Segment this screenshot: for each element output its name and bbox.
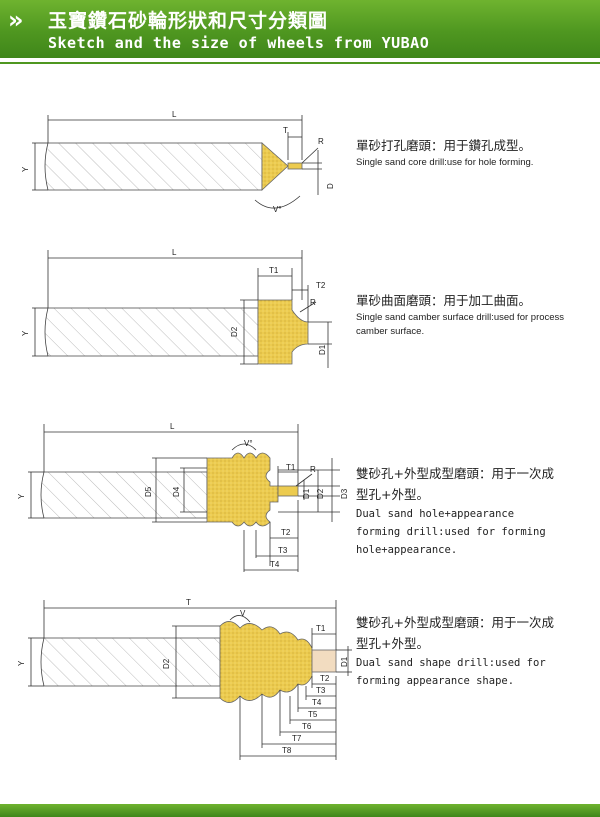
footer-bar [0, 804, 600, 817]
item-2-english: Single sand camber surface drill:used fo… [356, 312, 565, 337]
item-2-description: 單砂曲面磨頭：用于加工曲面。 Single sand camber surfac… [356, 290, 566, 339]
dim-label-T8: T8 [282, 746, 292, 755]
dim-label-D1: D1 [302, 488, 311, 499]
dim-label-T3: T3 [278, 546, 288, 555]
dim-label-T1: T1 [269, 266, 279, 275]
dim-label-T4: T4 [312, 698, 322, 707]
item-1-description: 單砂打孔磨頭：用于鑽孔成型。 Single sand core drill:us… [356, 135, 576, 170]
drawing-3-dual-hole-drill [28, 424, 340, 572]
tip-pin-1 [287, 162, 303, 170]
dim-label-R: R [310, 298, 316, 307]
dim-label-Y: Y [17, 493, 26, 499]
tip-pin-4 [311, 649, 337, 673]
abrasive-tip-1 [261, 142, 289, 191]
dim-label-R: R [318, 137, 324, 146]
dim-label-T2: T2 [320, 674, 330, 683]
abrasive-head-3 [206, 452, 279, 527]
item-4-english: Dual sand shape drill:used for forming a… [356, 657, 546, 687]
dim-label-Y: Y [21, 166, 30, 172]
page-header-banner: » 玉寶鑽石砂輪形狀和尺寸分類圖 Sketch and the size of … [0, 0, 600, 58]
item-3-description: 雙砂孔+外型成型磨頭：用于一次成型孔+外型。 Dual sand hole+ap… [356, 463, 556, 559]
dim-label-Y: Y [21, 330, 30, 336]
dim-label-L: L [172, 248, 177, 257]
dim-label-T4: T4 [270, 560, 280, 569]
tip-pin-3 [277, 485, 299, 497]
dim-label-L: L [172, 110, 177, 119]
item-2-title: 單砂曲面磨頭：用于加工曲面。 [356, 293, 532, 308]
shank-1 [44, 142, 263, 191]
item-3-english: Dual sand hole+appearance forming drill:… [356, 508, 546, 556]
item-3-title: 雙砂孔+外型成型磨頭：用于一次成型孔+外型。 [356, 466, 554, 502]
dim-label-D5: D5 [144, 486, 153, 497]
item-4-description: 雙砂孔+外型成型磨頭：用于一次成型孔+外型。 Dual sand shape d… [356, 612, 556, 690]
drawing-4-labels: T V T1 Y D2 D1 T2 T3 T4 T5 T6 T7 T8 [17, 598, 349, 755]
dim-label-T7: T7 [292, 734, 302, 743]
shank-2 [44, 307, 259, 357]
dim-label-T5: T5 [308, 710, 318, 719]
page-title-chinese: 玉寶鑽石砂輪形狀和尺寸分類圖 [48, 10, 329, 32]
drawing-2-camber-drill [32, 250, 332, 368]
item-1-title: 單砂打孔磨頭：用于鑽孔成型。 [356, 138, 532, 153]
dim-label-T6: T6 [302, 722, 312, 731]
dim-label-T3: T3 [316, 686, 326, 695]
dim-label-D: D [326, 183, 335, 189]
shank-3 [40, 471, 208, 519]
drawing-1-core-drill [32, 115, 322, 209]
page-title-english: Sketch and the size of wheels from YUBAO [48, 34, 430, 52]
dim-label-D2: D2 [316, 488, 325, 499]
drawing-2-labels: L T1 T2 R Y D2 D1 [21, 248, 327, 355]
dim-label-D4: D4 [172, 486, 181, 497]
dim-label-D3: D3 [340, 488, 349, 499]
dim-label-T1: T1 [316, 624, 326, 633]
header-divider [0, 62, 600, 64]
dim-label-Y: Y [17, 660, 26, 666]
dim-label-D1: D1 [318, 344, 327, 355]
dim-label-V: V [240, 609, 246, 618]
dim-label-T: T [283, 126, 288, 135]
drawing-4-dual-shape-drill [28, 600, 352, 760]
dim-label-T1: T1 [286, 463, 296, 472]
dim-label-D2: D2 [162, 658, 171, 669]
dim-label-T2: T2 [316, 281, 326, 290]
dim-label-D1: D1 [340, 656, 349, 667]
dim-label-V: V° [244, 439, 253, 448]
drawing-3-labels: L V° T1 R Y D5 D4 D1 D2 D3 T2 T3 T4 [17, 422, 349, 569]
drawing-1-labels: L T R Y D V° [21, 110, 335, 214]
dim-label-T: T [186, 598, 191, 607]
dim-label-D2: D2 [230, 326, 239, 337]
dim-label-V: V° [273, 205, 282, 214]
dim-label-L: L [170, 422, 175, 431]
dim-label-T2: T2 [281, 528, 291, 537]
item-4-title: 雙砂孔+外型成型磨頭：用于一次成型孔+外型。 [356, 615, 554, 651]
dim-label-R: R [310, 465, 316, 474]
shank-4 [40, 637, 221, 687]
item-1-english: Single sand core drill:use for hole form… [356, 157, 534, 168]
abrasive-head-2 [257, 299, 309, 365]
